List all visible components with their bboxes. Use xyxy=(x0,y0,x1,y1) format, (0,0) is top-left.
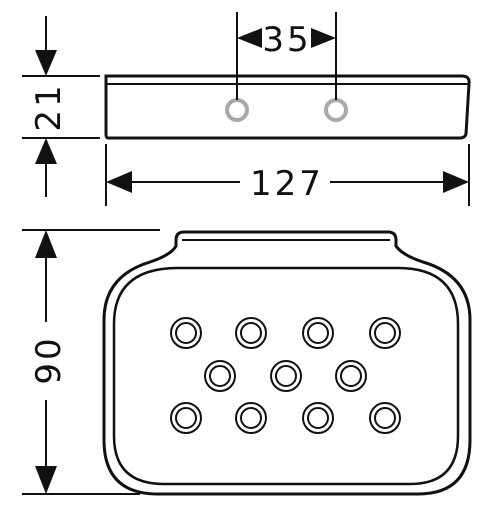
top-view xyxy=(102,230,472,496)
dimension-label-width: 127 xyxy=(250,164,324,204)
drain-hole-inner-ring xyxy=(340,365,362,387)
drain-hole-inner-ring xyxy=(175,407,197,429)
dimension-label-depth: 90 xyxy=(29,335,69,384)
drain-hole xyxy=(170,317,202,349)
drain-hole-outer-ring xyxy=(235,317,267,349)
arrowhead xyxy=(35,230,57,258)
drain-hole-inner-ring xyxy=(240,322,262,344)
dimension-width: 127 xyxy=(105,144,470,206)
drain-hole-outer-ring xyxy=(369,402,401,434)
drain-hole-outer-ring xyxy=(170,317,202,349)
dimension-hole-spacing: 35 xyxy=(236,12,337,100)
arrowhead xyxy=(237,28,262,48)
drain-hole-inner-ring xyxy=(374,407,396,429)
drain-hole-inner-ring xyxy=(209,365,231,387)
drain-hole xyxy=(302,317,334,349)
arrowhead xyxy=(35,466,57,494)
arrowhead xyxy=(35,50,57,76)
drain-hole xyxy=(235,317,267,349)
drain-hole-inner-ring xyxy=(374,322,396,344)
drain-hole-outer-ring xyxy=(302,402,334,434)
dimension-height: 21 xyxy=(22,16,100,197)
top-view-inner-tray xyxy=(112,266,460,486)
dimension-label-height: 21 xyxy=(29,82,69,131)
drain-hole xyxy=(335,360,367,392)
drain-hole xyxy=(270,360,302,392)
drain-hole-inner-ring xyxy=(275,365,297,387)
arrowhead xyxy=(35,138,57,164)
side-view-outline xyxy=(104,74,471,140)
top-view-outer-outline xyxy=(102,230,472,496)
dimension-depth: 90 xyxy=(22,229,160,495)
arrowhead xyxy=(311,28,336,48)
drain-hole-inner-ring xyxy=(307,407,329,429)
drain-hole-outer-ring xyxy=(204,360,236,392)
arrowhead xyxy=(106,171,132,193)
drain-hole-outer-ring xyxy=(235,402,267,434)
drain-hole xyxy=(369,317,401,349)
drain-hole xyxy=(369,402,401,434)
mounting-hole-left xyxy=(225,98,249,122)
drain-holes xyxy=(170,317,401,434)
drain-hole-outer-ring xyxy=(270,360,302,392)
drain-hole xyxy=(204,360,236,392)
mounting-hole-right xyxy=(324,98,348,122)
drain-hole-inner-ring xyxy=(240,407,262,429)
arrowhead xyxy=(443,171,469,193)
drain-hole xyxy=(302,402,334,434)
drain-hole-inner-ring xyxy=(307,322,329,344)
dimension-label-hole-spacing: 35 xyxy=(262,20,311,60)
drain-hole xyxy=(170,402,202,434)
drain-hole-outer-ring xyxy=(302,317,334,349)
side-view xyxy=(104,74,471,140)
drain-hole xyxy=(235,402,267,434)
drain-hole-outer-ring xyxy=(369,317,401,349)
drain-hole-outer-ring xyxy=(335,360,367,392)
drain-hole-outer-ring xyxy=(170,402,202,434)
drain-hole-inner-ring xyxy=(175,322,197,344)
